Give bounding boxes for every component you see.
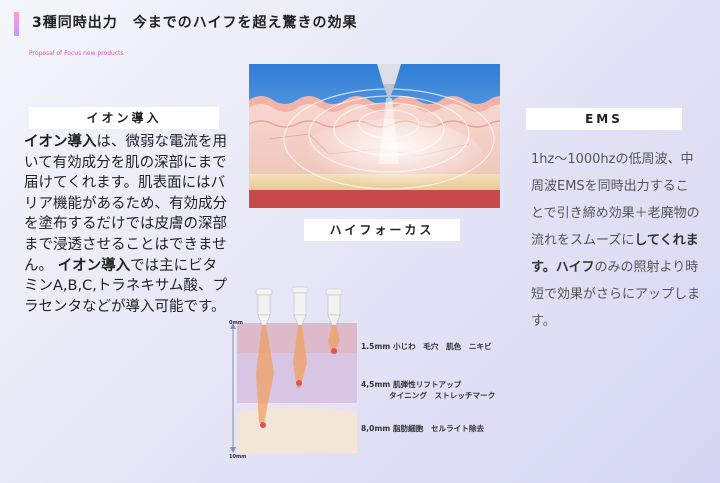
ion-strong-2: イオン導入	[57, 257, 131, 274]
page-subtitle: Proposal of Focus new products	[29, 50, 124, 57]
layer-3-depth: 8,0mm	[361, 424, 391, 433]
layer-2-label: 4,5mm 肌弾性リフトアップ タイニング ストレッチマーク	[361, 379, 531, 401]
layer-2-text-2: タイニング ストレッチマーク	[389, 391, 496, 400]
layer-3-text: 脂肪細胞 セルライト除去	[392, 424, 485, 433]
page-title: 3種同時出力 今までのハイフを超え驚きの効果	[32, 15, 358, 31]
depth-bottom-label: 10mm	[229, 454, 247, 460]
depth-diagram	[217, 283, 367, 461]
skin-illustration	[249, 64, 500, 208]
hifu-label: ハイフォーカス	[304, 219, 460, 241]
layer-1-text: 小じわ 毛穴 肌色 ニキビ	[392, 342, 492, 351]
ems-label: EMS	[526, 108, 682, 130]
layer-2-depth: 4,5mm	[361, 380, 391, 389]
ion-strong-1: イオン導入	[24, 134, 97, 150]
ion-text-1: は、微弱な電流を用いて有効成分を肌の深部にまで届けてくれます。肌表面にはバリア機…	[24, 134, 227, 274]
ems-text-2: のみの照射より時短で効果がさらにアップします。	[531, 260, 701, 329]
layer-1-depth: 1.5mm	[361, 342, 391, 351]
ion-label: イオン導入	[29, 107, 219, 129]
layer-1-label: 1.5mm 小じわ 毛穴 肌色 ニキビ	[361, 341, 511, 352]
ems-text-1: 1hz～1000hzの低周波、中周波EMSを同時出力することで引き締め効果＋老廃…	[531, 152, 700, 248]
layer-2-text: 肌弾性リフトアップ	[392, 380, 462, 389]
title-accent-bar	[14, 12, 19, 36]
depth-top-label: 0mm	[229, 320, 243, 326]
ems-strong: してくれます。ハイフ	[531, 233, 699, 275]
ems-description: 1hz～1000hzの低周波、中周波EMSを同時出力することで引き締め効果＋老廃…	[531, 146, 701, 335]
layer-3-label: 8,0mm 脂肪細胞 セルライト除去	[361, 423, 501, 434]
ion-description: イオン導入は、微弱な電流を用いて有効成分を肌の深部にまで届けてくれます。肌表面に…	[24, 132, 230, 317]
ion-text-2: では主にビタミンA,B,C,トラネキサム酸、プラセンタなどが導入可能です。	[24, 257, 228, 315]
